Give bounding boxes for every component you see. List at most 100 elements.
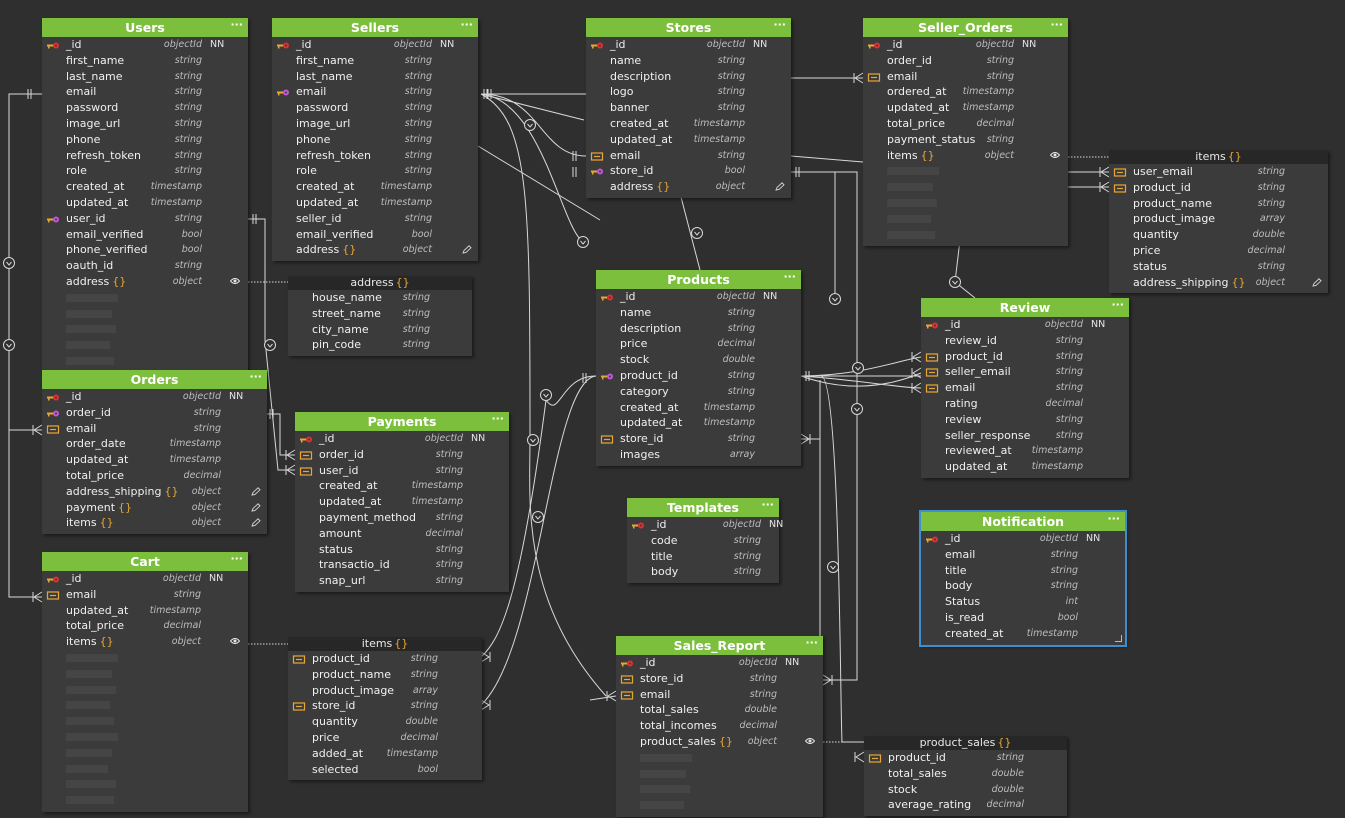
table-header[interactable]: Cart ··· [42,552,248,571]
field-row[interactable]: address{}object [586,179,791,195]
subdocument-header[interactable]: address{} [288,276,472,290]
field-row[interactable]: payment{}object [42,500,267,516]
table-header[interactable]: Review ··· [921,298,1129,317]
field-row[interactable]: address{}object [42,274,248,290]
field-row[interactable]: address_shipping{}object [42,484,267,500]
table-header[interactable]: Stores ··· [586,18,791,37]
table-menu-button[interactable]: ··· [1111,298,1124,311]
table-menu-button[interactable]: ··· [460,18,473,31]
table-menu-button[interactable]: ··· [230,18,243,31]
field-row[interactable]: items{}object [42,515,267,531]
subdocument-header[interactable]: items{} [288,637,482,651]
table-menu-button[interactable]: ··· [805,636,818,649]
table-header[interactable]: Payments ··· [295,412,509,431]
pencil-icon[interactable] [251,518,261,527]
eye-icon[interactable] [805,737,815,745]
table-header[interactable]: Sales_Report ··· [616,636,823,655]
table-menu-button[interactable]: ··· [783,270,796,283]
table-menu-button[interactable]: ··· [1107,512,1120,525]
field-row[interactable]: product_sales{}object [616,734,823,750]
pencil-icon[interactable] [462,245,472,254]
pencil-icon[interactable] [251,502,261,512]
table-menu-button[interactable]: ··· [230,552,243,565]
